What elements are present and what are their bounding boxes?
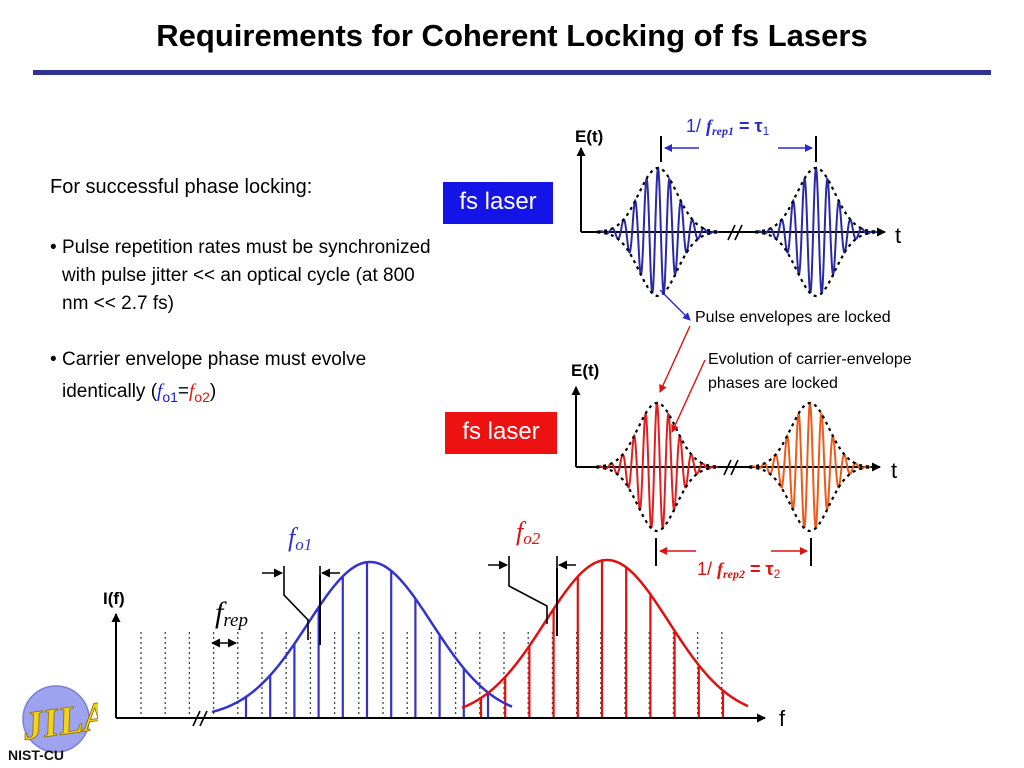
bullet-text: Carrier envelope phase must evolve ident… <box>50 344 440 413</box>
top-axis-break-mark <box>734 224 743 241</box>
red-comb-lines <box>479 560 725 718</box>
spectrum-axis-break-mark <box>192 710 201 727</box>
bottom-pulse-2-carrier <box>749 401 871 529</box>
top-axis-break-mark <box>727 224 736 241</box>
top-period-label: 1/ frep1 = τ1 <box>686 116 770 138</box>
blue-spectrum-envelope <box>211 560 513 714</box>
fo1-label: fo1 <box>288 523 312 554</box>
intensity-axis-label: I(f) <box>103 589 125 608</box>
fo2-label: fo2 <box>516 517 541 548</box>
equals-sign: = <box>177 381 190 402</box>
top-field-axis-label: E(t) <box>575 127 603 146</box>
top-pulse-1-envelope-top <box>597 166 719 233</box>
intro-text: For successful phase locking: <box>50 176 313 198</box>
bottom-field-axis-label: E(t) <box>571 361 599 380</box>
phase-arrow <box>671 359 706 433</box>
blue-comb-lines <box>244 562 490 718</box>
bullet-carrier-envelope: • Carrier envelope phase must evolve ide… <box>50 344 440 413</box>
bullet-text: Pulse repetition rates must be synchroni… <box>62 237 431 314</box>
top-pulse-2-envelope-bottom <box>755 231 877 298</box>
bullet-dot: • <box>50 237 57 258</box>
bullet2-prefix: Carrier envelope phase must evolve ident… <box>62 349 367 402</box>
top-pulse-1-carrier <box>597 166 719 294</box>
bottom-period-label: 1/ frep2 = τ2 <box>697 559 781 581</box>
envelope-arrow-down <box>659 325 691 393</box>
fo2-leader-line <box>508 578 548 624</box>
bottom-pulse-1-carrier <box>596 401 718 529</box>
svg-text:NIST-CU: NIST-CU <box>8 747 64 763</box>
bottom-time-axis-label: t <box>891 458 897 483</box>
top-pulse-2-envelope-top <box>755 166 877 233</box>
bullet2-suffix: ) <box>209 381 217 402</box>
bottom-pulse-2-envelope-top <box>749 401 871 468</box>
bullet-dot: • <box>50 349 57 370</box>
bottom-pulse-train <box>596 401 871 533</box>
phases-locked-label-line1: Evolution of carrier-envelope <box>708 351 912 368</box>
top-pulse-1-envelope-bottom <box>597 231 719 298</box>
title-underline <box>33 70 991 75</box>
bottom-pulse-1-envelope-top <box>596 401 718 468</box>
frep-label: frep <box>215 596 248 631</box>
bottom-pulse-2-envelope-bottom <box>749 466 871 533</box>
fo1-leader-line <box>283 585 309 640</box>
envelope-arrow-up <box>659 289 691 321</box>
fo2-symbol: fo2 <box>189 381 210 405</box>
bottom-axis-break-mark <box>723 459 732 476</box>
top-time-plot: E(t) t 1/ frep1 = τ1 <box>575 116 901 298</box>
phases-locked-label-line2: phases are locked <box>708 375 838 392</box>
red-spectrum-envelope <box>461 558 749 709</box>
frequency-comb-plot: I(f) f frep fo1 fo2 <box>103 517 786 731</box>
fs-laser-1-box: fs laser <box>443 182 553 224</box>
locking-annotations: Pulse envelopes are locked Evolution of … <box>659 289 912 433</box>
frequency-axis-label: f <box>779 706 786 731</box>
spectrum-axis-break-mark <box>199 710 208 727</box>
bottom-time-plot: E(t) t 1/ frep2 = τ2 <box>571 361 897 581</box>
comb-dotted-lines <box>140 632 723 718</box>
bullet-repetition-rates: • Pulse repetition rates must be synchro… <box>50 234 440 318</box>
top-pulse-train <box>597 166 877 298</box>
jila-logo-icon: JILA NIST-CU <box>8 685 98 763</box>
top-pulse-2-carrier <box>755 166 877 294</box>
fo1-symbol: fo1 <box>157 381 178 405</box>
fs-laser-2-box: fs laser <box>445 412 557 454</box>
bottom-axis-break-mark <box>730 459 739 476</box>
bottom-pulse-1-envelope-bottom <box>596 466 718 533</box>
slide-title: Requirements for Coherent Locking of fs … <box>156 18 868 53</box>
top-time-axis-label: t <box>895 223 901 248</box>
envelopes-locked-label: Pulse envelopes are locked <box>695 309 891 326</box>
